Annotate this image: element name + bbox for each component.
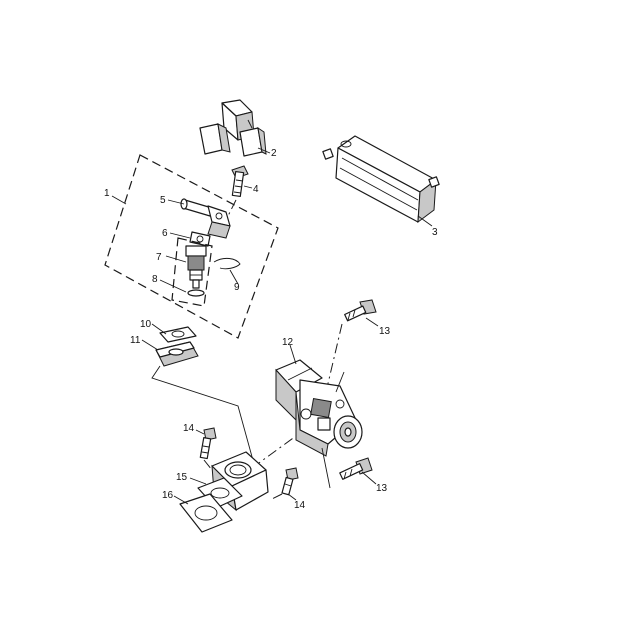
routing-line-lower — [321, 447, 331, 489]
part-16-gasket[interactable] — [179, 493, 233, 533]
centerline-14-right — [269, 493, 283, 501]
part-8-o-ring[interactable] — [187, 289, 205, 297]
callout-3: 3 — [432, 227, 438, 238]
callout-11: 11 — [130, 335, 141, 346]
part-13-bolt-upper[interactable] — [344, 299, 377, 322]
part-7-injector[interactable] — [185, 245, 207, 289]
callout-13-upper: 13 — [379, 326, 391, 337]
routing-line-spacer — [151, 365, 255, 465]
callout-8: 8 — [152, 274, 158, 285]
part-10-gasket[interactable] — [159, 326, 197, 343]
callout-4: 4 — [253, 184, 259, 195]
callout-7: 7 — [156, 252, 162, 263]
part-1-assembly-boundary — [104, 154, 279, 339]
part-12-throttle-body[interactable] — [275, 359, 363, 457]
callout-1: 1 — [104, 188, 110, 199]
callout-9: 9 — [234, 282, 240, 293]
part-3-canister[interactable] — [322, 135, 440, 224]
centerline-throttle-to-manifold — [251, 435, 297, 469]
part-6-clip[interactable] — [189, 231, 211, 247]
callout-16: 16 — [162, 490, 174, 501]
callout-14-left: 14 — [183, 423, 195, 434]
injector-subgroup — [171, 237, 213, 307]
callout-labels: 1 2 3 4 5 6 7 8 9 10 11 12 13 13 14 14 1… — [104, 148, 438, 511]
callout-12: 12 — [282, 337, 294, 348]
callout-5: 5 — [160, 195, 166, 206]
callout-14-right: 14 — [294, 500, 306, 511]
part-4-bolt[interactable] — [231, 165, 249, 198]
part-14-bolt-right[interactable] — [281, 467, 299, 496]
centerline-13-upper — [325, 323, 343, 393]
callout-6: 6 — [162, 228, 168, 239]
callout-13-lower: 13 — [376, 483, 388, 494]
part-9-retaining-clip[interactable] — [213, 257, 241, 270]
part-13-bolt-lower[interactable] — [339, 457, 373, 480]
callout-15: 15 — [176, 472, 188, 483]
callout-2: 2 — [271, 148, 277, 159]
part-14-bolt-left[interactable] — [199, 427, 217, 460]
centerline-14-left — [203, 459, 213, 471]
callout-10: 10 — [140, 319, 152, 330]
part-15-intake-adapter[interactable] — [197, 451, 269, 512]
leader-lines — [111, 147, 433, 505]
part-5-fuel-rail[interactable] — [180, 198, 231, 239]
part-2-connector-cover[interactable] — [199, 99, 267, 157]
part-11-spacer[interactable] — [155, 341, 199, 367]
